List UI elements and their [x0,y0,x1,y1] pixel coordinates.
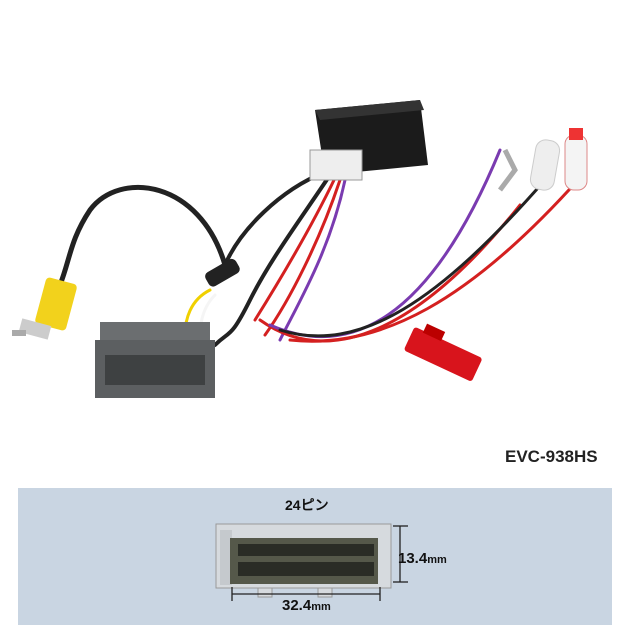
width-dimension-label: 32.4mm [282,597,331,614]
product-photo [12,100,588,398]
width-unit: mm [311,601,331,613]
width-dimension [231,587,381,601]
pin-count-label: 24ピン [285,497,329,513]
harness-connector [95,322,215,398]
height-dimension-label: 13.4mm [398,550,447,567]
height-value: 13.4 [398,550,428,567]
product-model-label: EVC-938HS [505,447,598,466]
wire-terminals [498,128,588,192]
connector-diagram [215,523,408,601]
rca-plug [12,277,77,340]
splice-connector [404,323,482,381]
width-value: 32.4 [282,597,312,614]
height-dimension [393,525,408,583]
interface-module [309,100,428,181]
connector-front-view [215,523,392,598]
height-unit: mm [427,554,447,566]
